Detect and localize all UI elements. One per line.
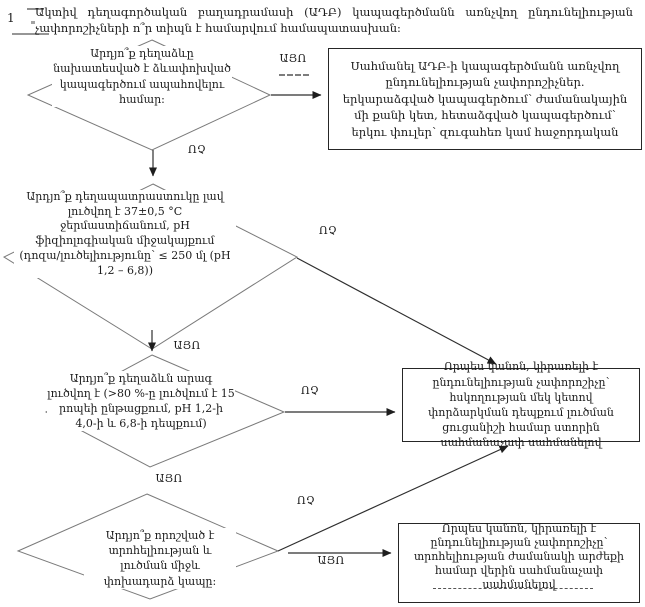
- edge-label-yes: ԱՅՈ: [155, 472, 183, 485]
- edge-label-no: ՈՉ: [318, 224, 338, 237]
- outcome-box-text: Որպես կանոն, կիրառելի է ընդունելիության …: [428, 360, 614, 450]
- outcome-box-text: Սահմանել ԱԴԲ-ի կապագերծմանն առնչվող ընդո…: [342, 58, 628, 139]
- decision-highly-soluble-text: Արդյո՞ք դեղապատրաստուկը լավ լուծվող է 37…: [14, 190, 236, 279]
- edge-label-no: ՈՉ: [187, 143, 207, 156]
- dashed-revision-mark: [279, 74, 309, 76]
- list-number: 1: [7, 11, 15, 25]
- arrow-d4-no: [277, 445, 509, 552]
- outcome-box-dissolution-lower-limit: Որպես կանոն, կիրառելի է ընդունելիության …: [402, 360, 640, 449]
- formatting-mark-icon: [27, 8, 44, 10]
- edge-label-yes: ԱՅՈ: [279, 52, 307, 65]
- outcome-box-text: Որպես կանոն, կիրառելի է ընդունելիության …: [413, 522, 625, 591]
- formatting-mark-icon: [31, 21, 35, 24]
- dashed-placeholder-line: [433, 588, 593, 589]
- edge-label-no: ՈՉ: [300, 384, 320, 397]
- question-title: Ակտիվ դեղագործական բաղադրամասի (ԱԴԲ) կապ…: [35, 5, 633, 35]
- formatting-mark-icon: [12, 33, 49, 35]
- edge-label-yes: ԱՅՈ: [317, 554, 345, 567]
- edge-label-no: ՈՉ: [296, 494, 316, 507]
- arrow-d2-no: [296, 257, 497, 365]
- decision-modified-release-text: Արդյո՞ք դեղաձևը նախատեսված է ձևափոխված կ…: [52, 46, 232, 108]
- decision-relationship-text: Արդյո՞ք որոշված է տրոհելիության և լուծմա…: [84, 528, 236, 589]
- edge-label-yes: ԱՅՈ: [173, 339, 201, 352]
- outcome-box-disintegration-upper-limit: Որպես կանոն, կիրառելի է ընդունելիության …: [398, 522, 640, 603]
- outcome-box-modified-release-criteria: Սահմանել ԱԴԲ-ի կապագերծմանն առնչվող ընդո…: [328, 48, 642, 150]
- decision-rapidly-dissolving-text: Արդյո՞ք դեղաձևն արագ լուծվող է (>80 %-ը …: [47, 371, 235, 431]
